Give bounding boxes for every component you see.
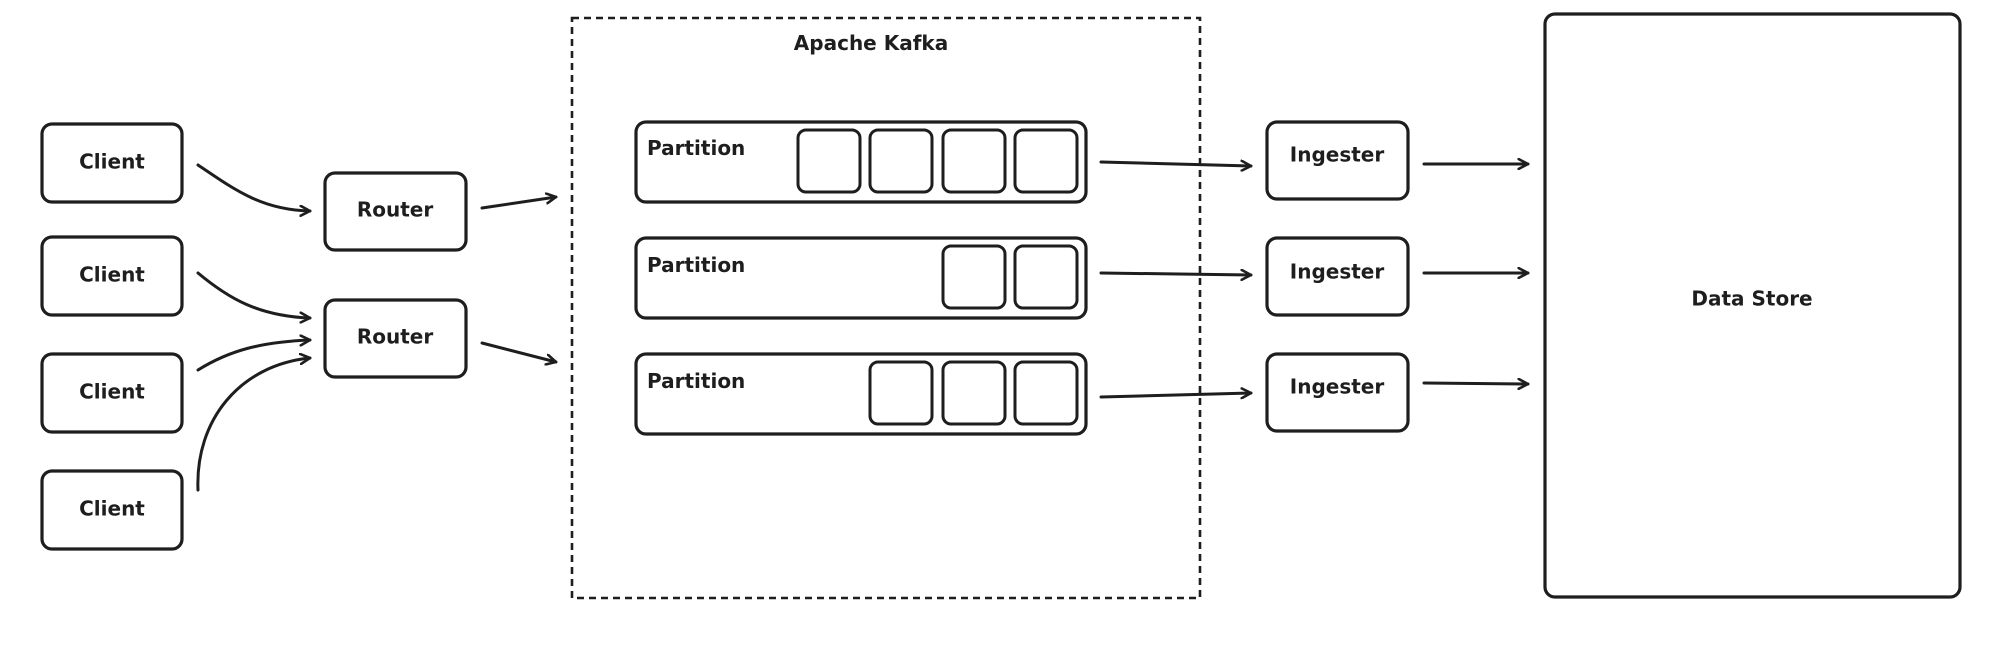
partition-label: Partition xyxy=(647,136,745,160)
ingester-label: Ingester xyxy=(1290,143,1385,167)
client-node[interactable]: Client xyxy=(40,352,184,434)
partition-queue xyxy=(941,244,1079,310)
router-to-kafka-arrow xyxy=(480,341,558,362)
message-slot xyxy=(941,128,1007,194)
message-slot xyxy=(868,360,934,426)
client-node[interactable]: Client xyxy=(40,122,184,204)
client-node[interactable]: Client xyxy=(40,469,184,551)
client-to-router-arrow xyxy=(196,163,312,211)
ingester-to-store-arrow xyxy=(1422,383,1530,384)
client-node[interactable]: Client xyxy=(40,235,184,317)
router-label: Router xyxy=(357,325,434,349)
client-label: Client xyxy=(79,263,145,287)
partition-node[interactable]: Partition xyxy=(634,236,1088,320)
message-slot xyxy=(868,128,934,194)
kafka-cluster: Apache Kafka xyxy=(570,16,1202,600)
message-slot xyxy=(1013,128,1079,194)
kafka-boundary xyxy=(570,16,1202,600)
client-to-router-arrow xyxy=(196,358,312,492)
data-store-label: Data Store xyxy=(1691,287,1812,311)
client-label: Client xyxy=(79,150,145,174)
data-store-node[interactable]: Data Store xyxy=(1543,12,1962,599)
message-slot xyxy=(941,360,1007,426)
ingester-label: Ingester xyxy=(1290,375,1385,399)
message-slot xyxy=(941,244,1007,310)
message-slot xyxy=(796,128,862,194)
router-to-kafka-arrow xyxy=(480,197,558,210)
client-to-router-arrow xyxy=(196,271,312,318)
partition-to-ingester-arrow xyxy=(1099,162,1253,166)
partition-label: Partition xyxy=(647,253,745,277)
router-node[interactable]: Router xyxy=(323,298,468,379)
client-label: Client xyxy=(79,497,145,521)
ingester-label: Ingester xyxy=(1290,260,1385,284)
partition-to-ingester-arrow xyxy=(1099,393,1253,397)
ingester-node[interactable]: Ingester xyxy=(1265,352,1410,433)
partition-queue xyxy=(796,128,1079,194)
partition-to-ingester-arrow xyxy=(1099,273,1253,275)
partition-node[interactable]: Partition xyxy=(634,120,1088,204)
partition-label: Partition xyxy=(647,369,745,393)
message-slot xyxy=(1013,244,1079,310)
router-label: Router xyxy=(357,198,434,222)
ingester-node[interactable]: Ingester xyxy=(1265,236,1410,317)
partition-queue xyxy=(868,360,1079,426)
client-label: Client xyxy=(79,380,145,404)
client-to-router-arrow xyxy=(196,340,312,372)
ingester-node[interactable]: Ingester xyxy=(1265,120,1410,201)
kafka-title: Apache Kafka xyxy=(794,31,948,55)
message-slot xyxy=(1013,360,1079,426)
partition-node[interactable]: Partition xyxy=(634,352,1088,436)
router-node[interactable]: Router xyxy=(323,171,468,252)
